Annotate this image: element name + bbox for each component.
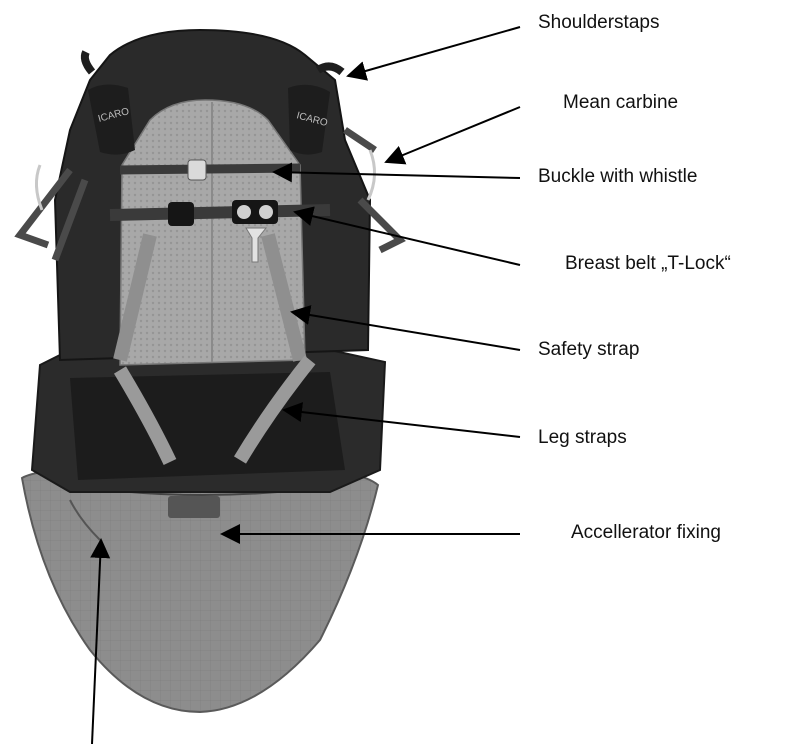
label-buckle-with-whistle: Buckle with whistle <box>538 166 697 188</box>
accelerator-fixing-tab <box>168 496 220 518</box>
label-leg-straps: Leg straps <box>538 427 627 449</box>
label-safety-strap: Safety strap <box>538 339 639 361</box>
leader-shoulderstraps <box>348 27 520 76</box>
t-lock-left <box>168 202 194 226</box>
label-mean-carbine: Mean carbine <box>563 92 678 114</box>
leader-mean-carbine <box>386 107 520 162</box>
label-breast-belt: Breast belt „T-Lock“ <box>565 253 731 275</box>
harness-image: ICARO ICARO <box>20 30 400 712</box>
whistle-buckle <box>188 160 206 180</box>
chest-strap <box>120 168 300 170</box>
label-accelerator-fixing: Accellerator fixing <box>571 522 721 544</box>
label-shoulderstraps: Shoulderstaps <box>538 12 659 34</box>
